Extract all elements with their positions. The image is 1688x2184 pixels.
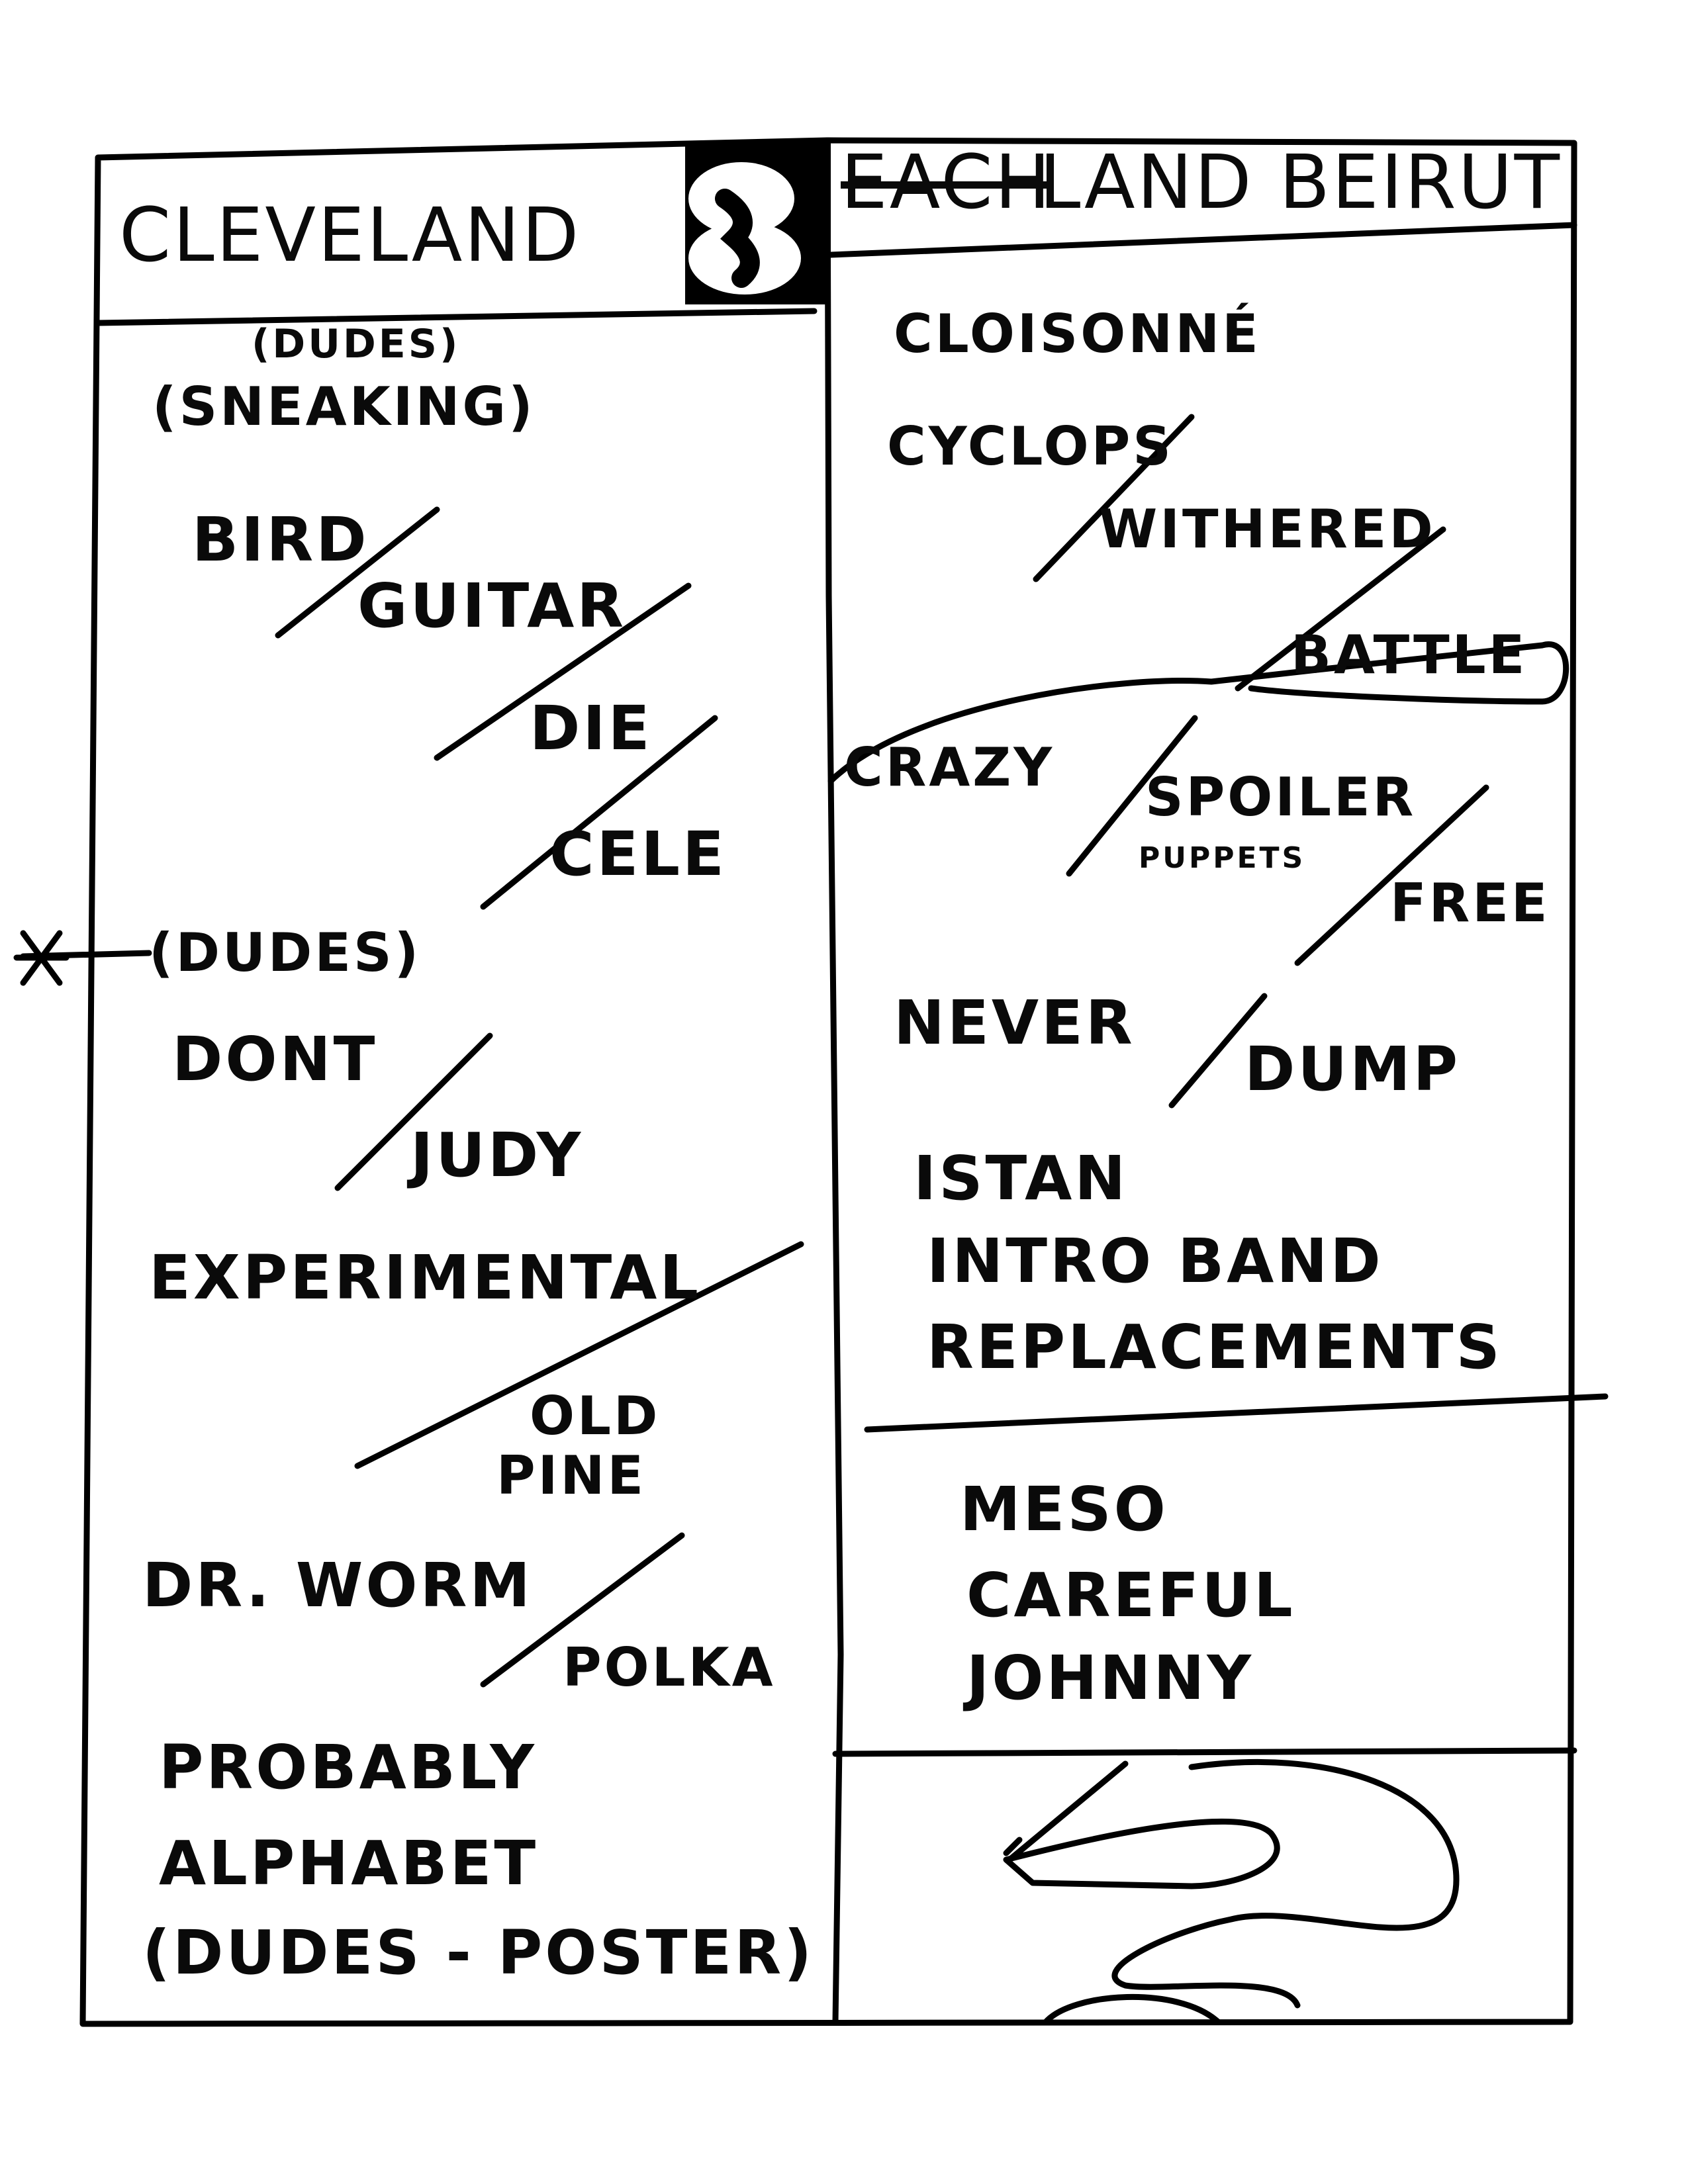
right-item-meso: MESO — [960, 1474, 1168, 1545]
right-item-puppets: PUPPETS — [1139, 841, 1306, 875]
header-rule-right — [827, 222, 1577, 258]
left-item-dudes-2: (DUDES) — [149, 922, 422, 983]
squiggle-doodle — [1003, 1758, 1460, 2025]
right-item-free: FREE — [1390, 872, 1550, 934]
column-divider — [824, 137, 844, 2025]
left-item-dr-worm: DR. WORM — [142, 1550, 533, 1621]
left-slashes — [13, 506, 804, 1688]
header-rule-left — [95, 308, 818, 326]
left-item-guitar: GUITAR — [357, 570, 627, 641]
right-item-spoiler: SPOILER — [1145, 766, 1417, 828]
right-item-cyclops: CYCLOPS — [887, 416, 1174, 477]
right-rule-1 — [864, 1393, 1609, 1433]
left-item-dudes-poster: (DUDES - POSTER) — [142, 1917, 815, 1988]
left-item-dont: DONT — [172, 1024, 378, 1095]
right-item-dump: DUMP — [1244, 1034, 1461, 1105]
right-item-withered: WITHERED — [1099, 498, 1436, 560]
right-item-istan: ISTAN — [914, 1143, 1129, 1214]
right-item-never: NEVER — [894, 987, 1135, 1058]
left-item-alphabet: ALPHABET — [159, 1828, 539, 1899]
right-item-careful: CAREFUL — [966, 1560, 1295, 1631]
left-item-die: DIE — [530, 693, 653, 764]
right-item-johnny: JOHNNY — [966, 1643, 1254, 1713]
left-item-dudes-1: (DUDES) — [252, 321, 461, 367]
right-rule-2 — [832, 1747, 1577, 1757]
left-item-old: OLD — [530, 1385, 661, 1447]
left-item-experimental: EXPERIMENTAL — [149, 1242, 701, 1313]
left-item-probably: PROBABLY — [159, 1732, 537, 1803]
left-item-pine: PINE — [496, 1445, 646, 1506]
left-item-cele: CELE — [549, 819, 727, 889]
right-header-struck: EACH — [841, 140, 1053, 226]
left-item-judy: JUDY — [410, 1120, 584, 1191]
right-header-title: LAND BEIRUT — [1039, 140, 1562, 226]
right-item-crazy: CRAZY — [844, 737, 1055, 798]
right-item-replacements: REPLACEMENTS — [927, 1312, 1503, 1383]
center-badge — [685, 142, 831, 304]
right-item-intro-band: INTRO BAND — [927, 1226, 1383, 1297]
battle-crazy-loop — [827, 641, 1570, 784]
right-slashes — [1033, 414, 1489, 1109]
left-item-sneaking: (SNEAKING) — [152, 376, 536, 437]
right-item-cloisonne: CLOISONNÉ — [894, 303, 1261, 365]
right-item-battle: BATTLE — [1291, 624, 1528, 686]
left-item-polka: POLKA — [563, 1637, 776, 1698]
left-header-title: CLEVELAND — [119, 193, 581, 279]
left-item-bird: BIRD — [192, 504, 369, 575]
